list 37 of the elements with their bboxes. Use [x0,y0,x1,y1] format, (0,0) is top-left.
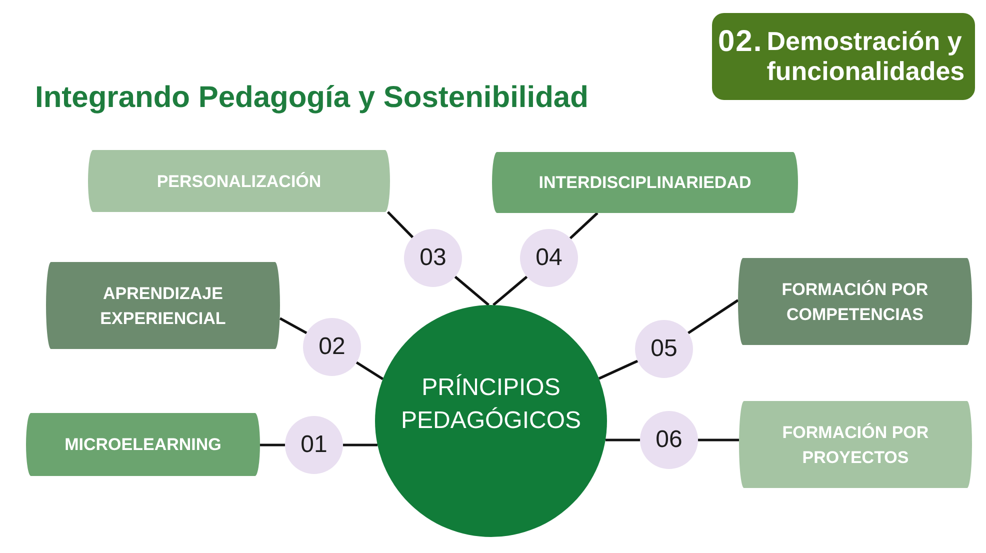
step-number: 03 [420,244,446,272]
connector-line [569,212,598,240]
connector-line [492,276,528,306]
connector-line [688,299,739,334]
connector-line [343,444,378,446]
section-number: 02. [718,25,763,59]
step-number: 01 [300,431,328,459]
number-circle [520,229,578,287]
center-title: PRÍNCIPIOS PEDAGÓGICOS [400,372,582,436]
principle-label: PERSONALIZACIÓN [156,170,322,192]
step-number: 04 [536,244,562,272]
step-number: 05 [650,335,678,363]
principle-banner [492,152,798,213]
connector-line [356,361,384,380]
section-badge [712,13,975,100]
principle-banner [88,150,390,212]
principle-banner [738,258,972,345]
principle-banner [739,401,972,488]
connector-line [454,276,490,306]
page-title: Integrando Pedagogía y Sostenibilidad [35,80,588,116]
principle-banner [26,413,260,476]
section-title: Demostración y funcionalidades [766,26,966,86]
connector-line [605,438,640,442]
connector-line [260,444,285,446]
step-number: 06 [656,426,682,454]
connector-line [698,438,739,442]
principle-label: FORMACIÓN POR COMPETENCIAS [780,278,930,326]
step-number: 02 [318,333,346,361]
principle-label: FORMACIÓN POR PROYECTOS [781,422,930,468]
connector-line [279,317,308,334]
principle-banner [46,262,280,349]
principle-label: INTERDISCIPLINARIEDAD [538,172,752,194]
principle-label: APRENDIZAJE EXPERIENCIAL [99,282,227,330]
connector-line [386,211,414,238]
number-circle [404,229,462,287]
connector-line [598,360,638,380]
principle-label: MICROELEARNING [64,434,222,456]
